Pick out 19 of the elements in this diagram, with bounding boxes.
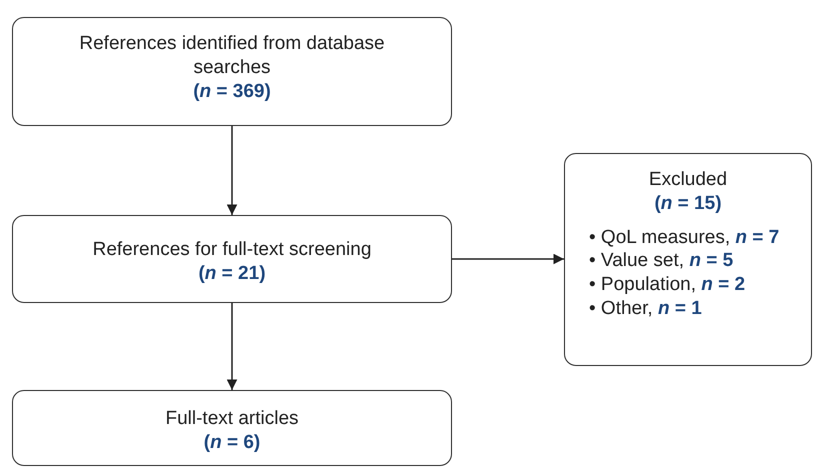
process-box — [12, 215, 452, 303]
count-text: (n = 6) — [202, 430, 262, 454]
arrow — [226, 303, 238, 390]
arrow — [226, 126, 238, 215]
arrow — [452, 254, 564, 264]
exclusion-reason: • Value set, n = 5 — [589, 249, 734, 273]
process-box — [564, 153, 812, 366]
count-text: (n = 369) — [192, 80, 272, 104]
exclusion-reason: • QoL measures, n = 7 — [589, 226, 780, 250]
count-text: (n = 15) — [653, 192, 723, 216]
box-title: Full-text articles — [164, 407, 300, 431]
exclusion-reason: • Other, n = 1 — [589, 296, 703, 320]
exclusion-reason: • Population, n = 2 — [589, 273, 746, 297]
process-box — [12, 17, 452, 126]
box-title: Excluded — [648, 168, 728, 192]
count-text: (n = 21) — [197, 262, 267, 286]
box-title: References for full-text screening — [92, 238, 372, 262]
process-box — [12, 390, 452, 466]
box-title: References identified from database searches — [78, 32, 386, 80]
